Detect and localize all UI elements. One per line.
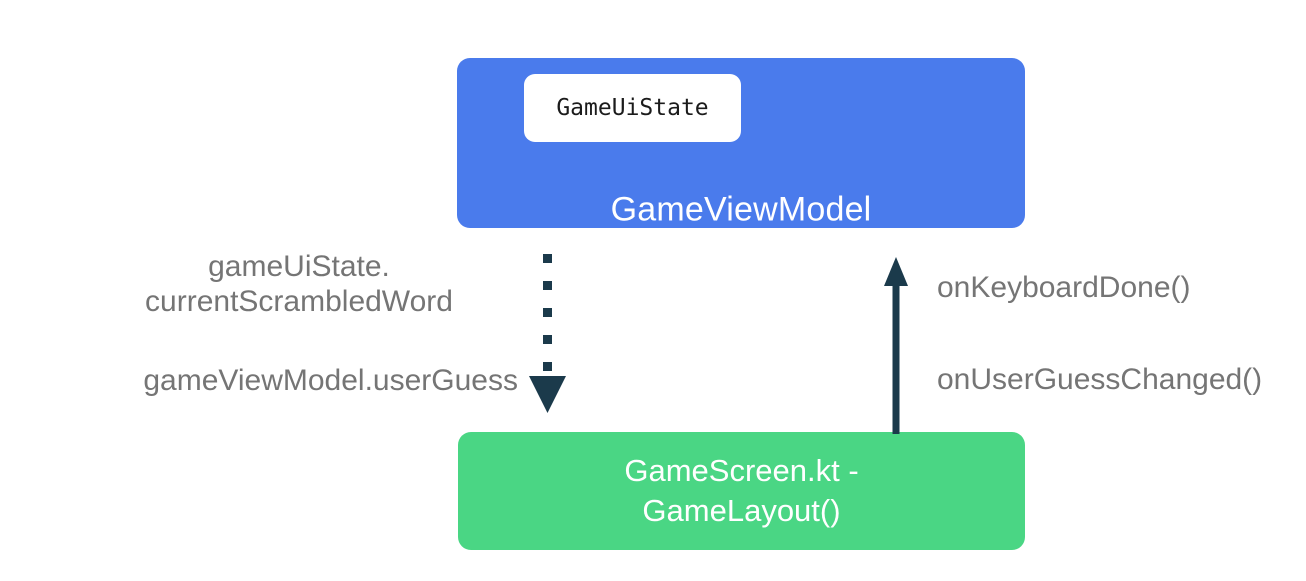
event-flow-arrow-up-icon bbox=[884, 257, 908, 434]
node-game-view-model: GameUiState GameViewModel bbox=[457, 58, 1025, 229]
edge-label-on-user-guess-changed: onUserGuessChanged() bbox=[937, 363, 1263, 396]
state-flow-arrow-down-icon bbox=[529, 254, 566, 413]
edge-label-game-ui-state-path: gameUiState. currentScrambledWord bbox=[145, 250, 453, 319]
game-screen-label: GameScreen.kt - GameLayout() bbox=[624, 453, 859, 528]
edge-label-on-keyboard-done: onKeyboardDone() bbox=[937, 271, 1191, 304]
node-game-screen: GameScreen.kt - GameLayout() bbox=[458, 432, 1025, 550]
game-ui-state-label: GameUiState bbox=[556, 95, 709, 121]
game-view-model-label: GameViewModel bbox=[610, 190, 872, 229]
node-game-ui-state-chip: GameUiState bbox=[524, 74, 741, 142]
edge-label-user-guess-path: gameViewModel.userGuess bbox=[143, 364, 518, 397]
